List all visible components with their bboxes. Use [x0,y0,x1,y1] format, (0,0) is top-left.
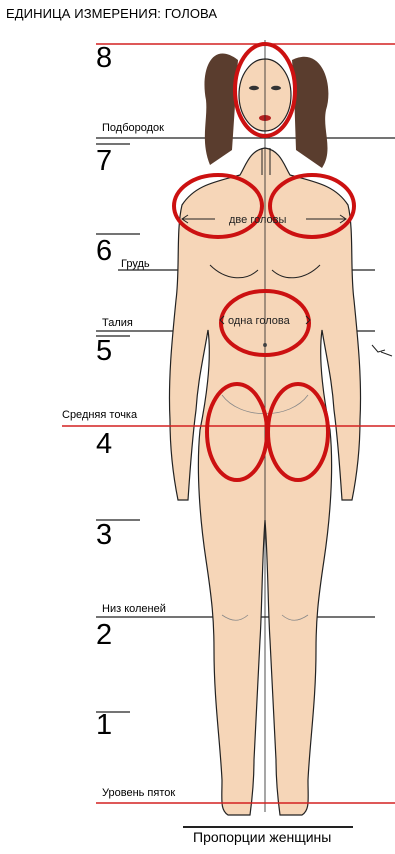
left-eye [249,86,259,90]
figure-caption: Пропорции женщины [193,829,331,845]
hair-left [204,54,238,165]
woman-figure [169,40,392,815]
right-eye [271,86,281,90]
label-one-head: одна голова [228,315,291,327]
arrow-mark [372,345,392,356]
label-two-heads: две головы [229,214,286,226]
hair-right [292,57,328,168]
